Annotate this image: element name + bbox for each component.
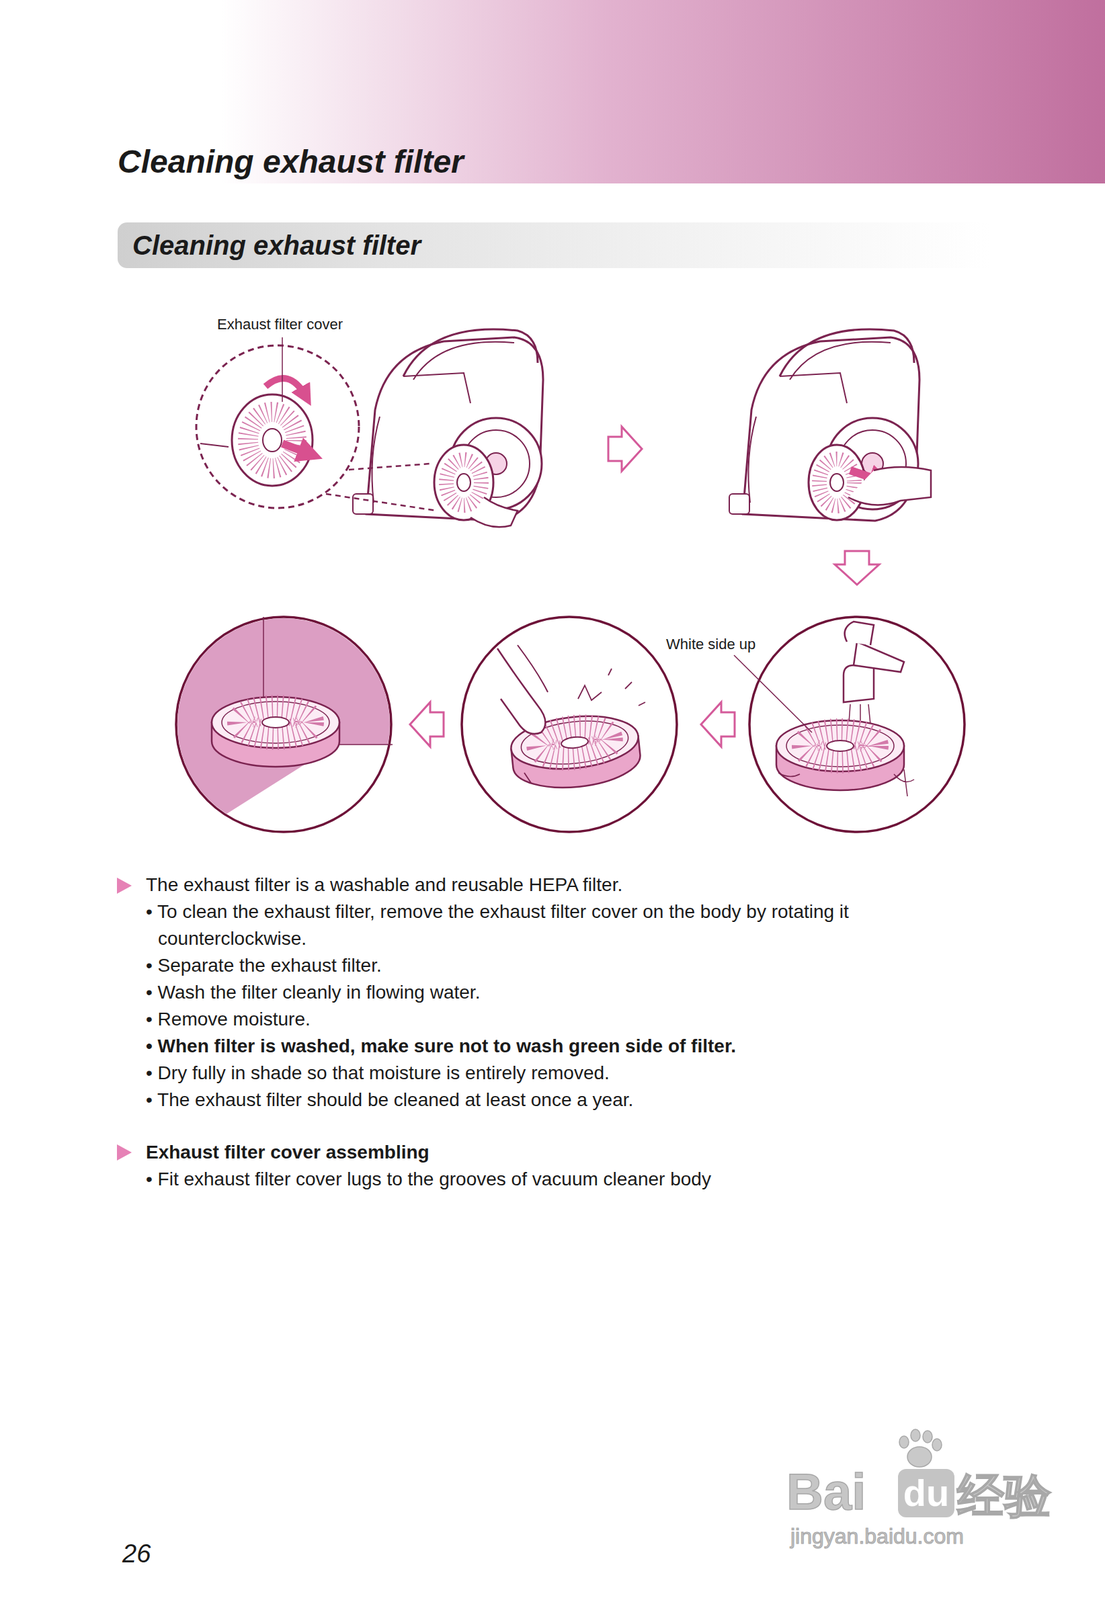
section-heading: Cleaning exhaust filter bbox=[132, 230, 421, 261]
page-heading: Cleaning exhaust filter bbox=[117, 143, 464, 181]
bullet-text: • Remove moisture. bbox=[145, 1006, 980, 1034]
bullet-text: • To clean the exhaust filter, remove th… bbox=[145, 898, 980, 953]
text-block: Exhaust filter cover assembling• Fit exh… bbox=[145, 1139, 980, 1194]
page-number: 26 bbox=[122, 1539, 151, 1569]
bullet-text: • Separate the exhaust filter. bbox=[145, 952, 980, 980]
watermark: Bai bbox=[786, 1462, 866, 1522]
subheading: Exhaust filter cover assembling bbox=[145, 1139, 980, 1167]
warning-text: • When filter is washed, make sure not t… bbox=[145, 1033, 980, 1060]
bullet-text: • Wash the filter cleanly in flowing wat… bbox=[145, 979, 980, 1007]
text-block: The exhaust filter is a washable and reu… bbox=[145, 871, 980, 1114]
body-text: The exhaust filter is a washable and reu… bbox=[145, 871, 980, 899]
callout-label: Exhaust filter cover bbox=[215, 315, 345, 334]
watermark: du bbox=[897, 1469, 955, 1518]
callout-label: White side up bbox=[664, 635, 757, 654]
section-band: Cleaning exhaust filter bbox=[117, 222, 990, 269]
watermark: jingyan.baidu.com bbox=[790, 1524, 964, 1550]
watermark: 经验 bbox=[957, 1465, 1052, 1529]
bullet-text: • Dry fully in shade so that moisture is… bbox=[145, 1059, 980, 1087]
bullet-text: • The exhaust filter should be cleaned a… bbox=[145, 1086, 980, 1114]
bullet-text: • Fit exhaust filter cover lugs to the g… bbox=[145, 1166, 980, 1194]
